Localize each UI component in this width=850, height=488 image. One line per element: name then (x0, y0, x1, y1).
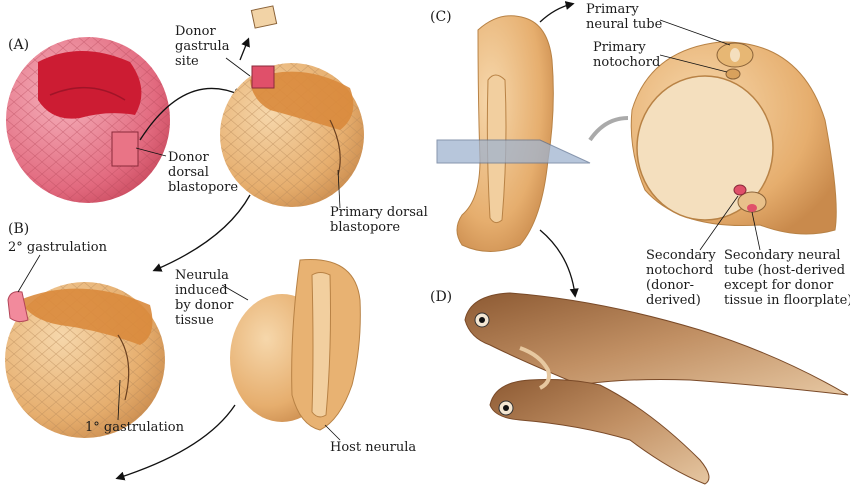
donor-gastrula (6, 37, 170, 203)
primary-notochord (725, 68, 741, 80)
arrow-into-c (539, 1, 575, 23)
arrow-to-c (115, 404, 236, 481)
label-secondary-neural-tube: Secondary neural tube (host-derived exce… (724, 248, 850, 308)
arrow-to-b (152, 194, 251, 272)
label-primary-gastrulation: 1° gastrulation (85, 420, 184, 435)
panel-label-d: (D) (430, 289, 453, 305)
host-gastrula (220, 63, 364, 207)
extract-arrow (239, 37, 250, 61)
transplant-arrow (139, 87, 243, 141)
cross-section-arrow (588, 116, 629, 142)
label-primary-neural-tube: Primary neural tube (586, 2, 663, 32)
double-tadpole (464, 292, 849, 485)
arrow-to-d (539, 229, 579, 298)
secondary-notochord (733, 184, 747, 196)
panel-label-c: (C) (430, 9, 452, 25)
label-secondary-gastrulation: 2° gastrulation (8, 240, 107, 255)
cross-section (630, 41, 837, 235)
neurula-side-view (456, 15, 554, 252)
donor-tissue-piece (250, 5, 278, 29)
label-donor-dorsal-blastopore: Donor dorsal blastopore (168, 150, 239, 195)
label-primary-dorsal-blastopore: Primary dorsal blastopore (330, 205, 428, 235)
induced-neurula (230, 259, 361, 431)
primary-neural-tube (716, 42, 754, 68)
section-plane (436, 139, 591, 164)
label-induced-neurula: Neurula induced by donor tissue (175, 268, 234, 328)
label-secondary-notochord: Secondary notochord (donor- derived) (646, 248, 716, 308)
double-gastrula (5, 282, 165, 438)
label-primary-notochord: Primary notochord (593, 40, 661, 70)
panel-label-b: (B) (8, 221, 30, 237)
panel-label-a: (A) (8, 37, 30, 53)
label-donor-gastrula-site: Donor gastrula site (175, 24, 230, 69)
label-host-neurula: Host neurula (330, 440, 417, 455)
